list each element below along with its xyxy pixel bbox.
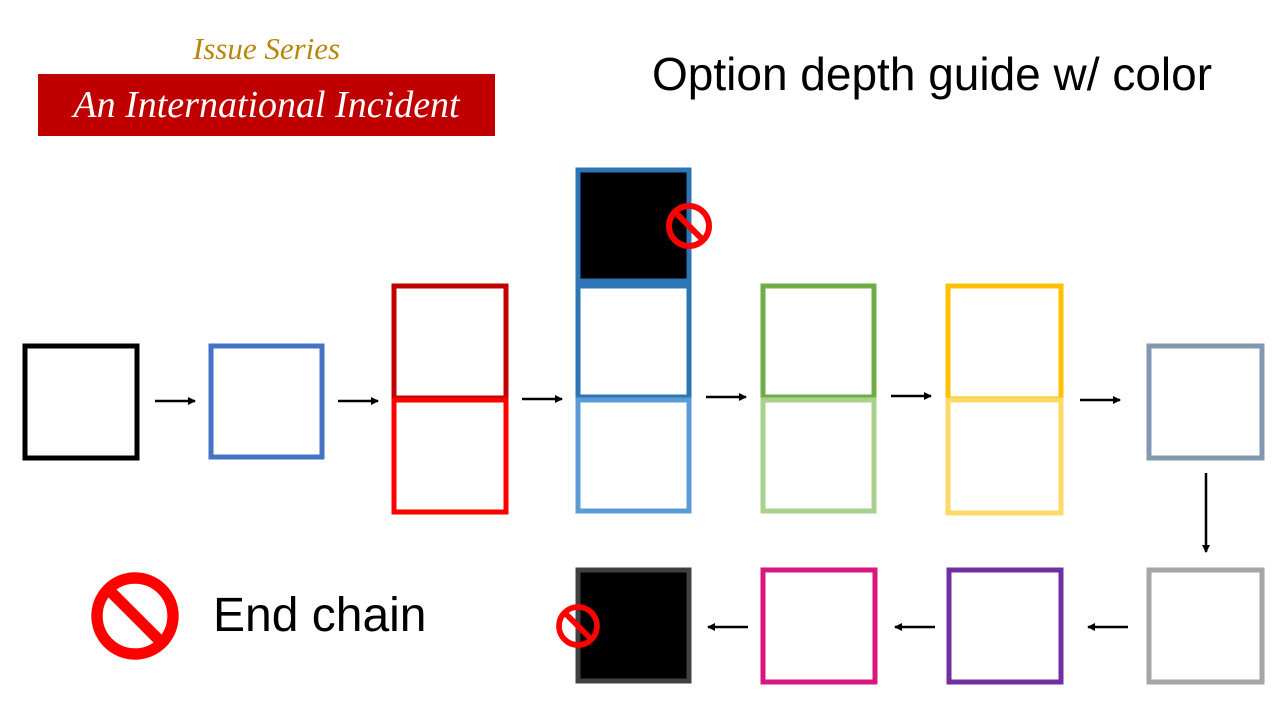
option-box-depth-8 [1146, 567, 1265, 685]
series-label: Issue Series [192, 31, 341, 66]
option-box-depth-2 [208, 343, 325, 460]
option-box-depth-6-1 [945, 283, 1064, 402]
legend-end-chain-label: End chain [213, 589, 427, 642]
option-box-depth-5-2 [760, 397, 877, 514]
legend-no-entry-icon [91, 572, 179, 660]
option-box-depth-3-1 [391, 283, 509, 401]
option-box-depth-10 [760, 567, 878, 685]
no-entry-icon [556, 604, 600, 648]
option-box-depth-7 [1146, 343, 1265, 461]
page-title: Option depth guide w/ color [652, 48, 1213, 100]
title-banner: An International Incident [38, 74, 495, 136]
option-box-depth-4-3 [575, 397, 692, 514]
option-box-depth-4-2 [575, 283, 692, 400]
no-entry-icon [666, 203, 712, 249]
option-box-depth-4-1 [575, 167, 692, 284]
option-box-depth-9 [946, 567, 1064, 685]
option-box-depth-5-1 [760, 283, 877, 400]
option-box-depth-6-2 [945, 397, 1064, 516]
option-box-depth-3-2 [391, 397, 509, 515]
option-box-depth-1 [22, 343, 140, 461]
